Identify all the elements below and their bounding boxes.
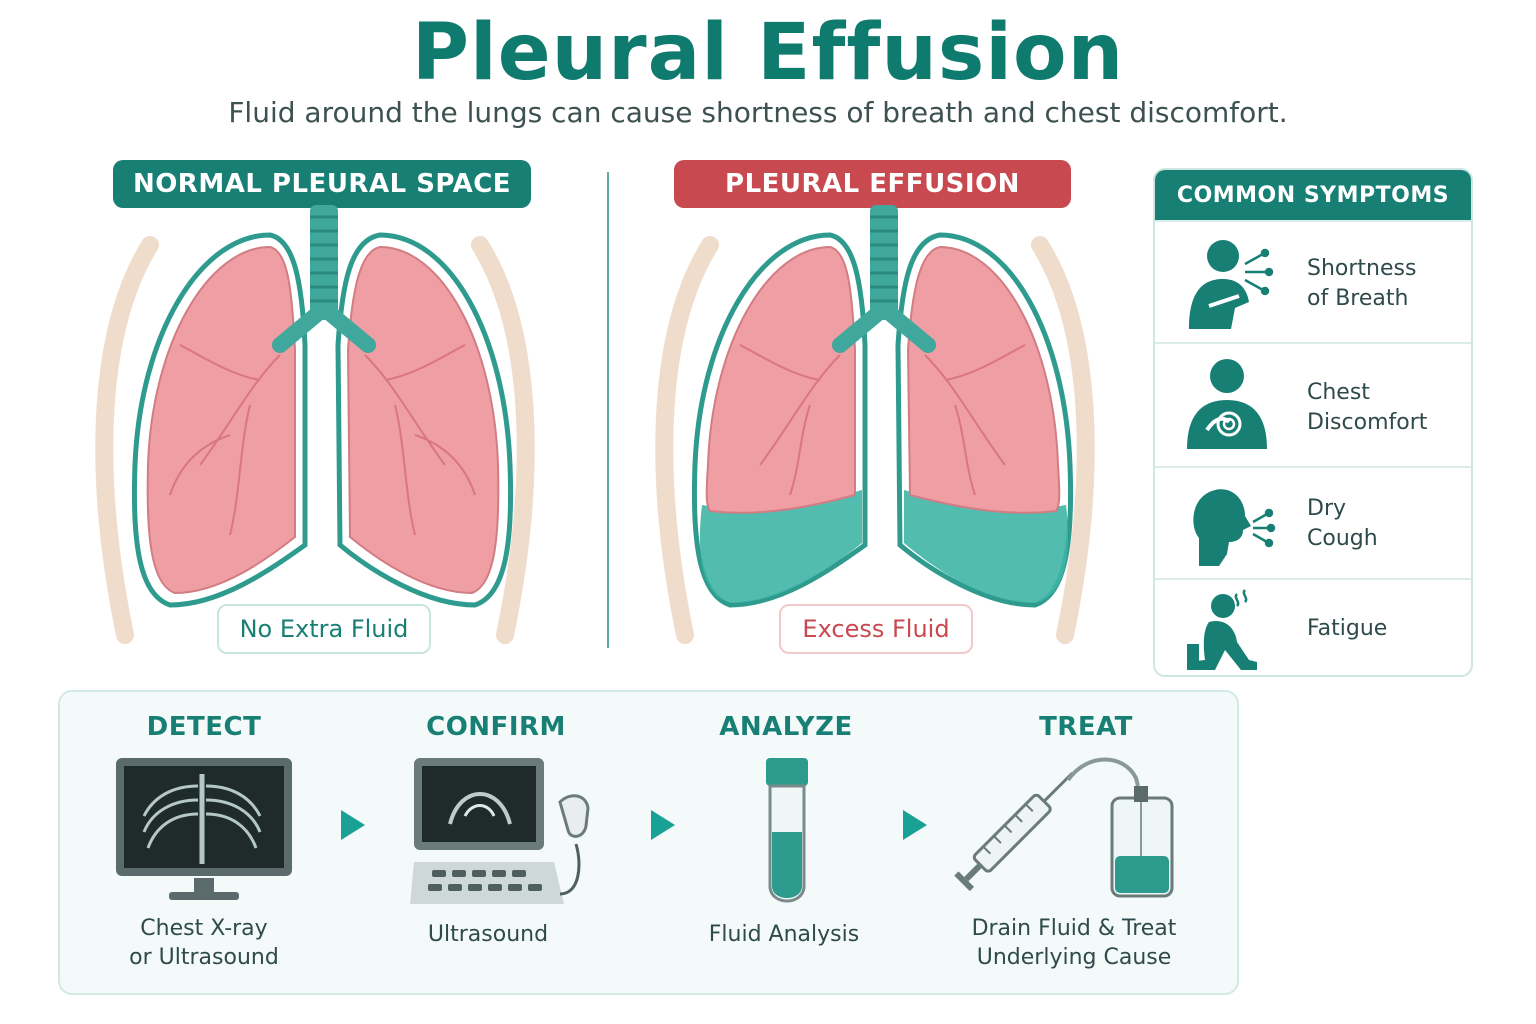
normal-lungs-illustration [95,205,535,644]
symptoms-header: COMMON SYMPTOMS [1155,170,1471,220]
symptom-label-line1: Shortness [1307,256,1417,281]
drainage-syringe-icon [954,757,1174,898]
page-subtitle: Fluid around the lungs can cause shortne… [228,96,1288,129]
symptom-item: Fatigue [1155,578,1471,675]
arrow-icon [651,810,675,840]
step-title-treat: TREAT [1039,712,1133,742]
page-title: Pleural Effusion [411,8,1125,98]
step-title-detect: DETECT [146,712,262,742]
normal-panel-label: NORMAL PLEURAL SPACE [113,160,531,208]
step-caption-detect: Chest X-ray or Ultrasound [74,914,334,972]
symptom-item: Dry Cough [1155,466,1471,578]
symptom-label: Chest Discomfort [1307,378,1427,438]
excess-fluid-badge: Excess Fluid [779,604,973,654]
ultrasound-machine-icon [410,758,590,904]
step-caption-analyze: Fluid Analysis [708,922,860,947]
symptom-label: Shortness of Breath [1307,254,1416,314]
symptom-label-line1: Chest [1307,380,1370,405]
step-caption-treat: Drain Fluid & Treat Underlying Cause [944,914,1204,972]
symptom-label: Dry Cough [1307,494,1378,554]
symptom-item: Shortness of Breath [1155,220,1471,342]
diagnosis-steps-panel: DETECT Chest X-ray or Ultrasound CONFIRM… [58,690,1239,995]
effusion-panel-label: PLEURAL EFFUSION [674,160,1071,208]
symptom-label-line2: Discomfort [1307,410,1428,435]
step-caption-line1: Chest X-ray [140,916,268,941]
symptom-label-line2: of Breath [1307,286,1409,311]
step-caption-line2: or Ultrasound [129,945,279,970]
xray-monitor-icon [116,758,292,900]
step-caption-confirm: Ultrasound [427,922,549,947]
effusion-lungs-illustration [655,205,1095,644]
step-title-confirm: CONFIRM [426,712,566,742]
fatigue-icon [1187,589,1257,670]
symptom-label-line1: Dry [1307,496,1347,521]
step-caption-line1: Drain Fluid & Treat [971,916,1177,941]
step-title-analyze: ANALYZE [719,712,853,742]
dry-cough-icon [1193,489,1276,566]
symptom-item: Chest Discomfort [1155,342,1471,466]
arrow-icon [903,810,927,840]
test-tube-icon [766,758,808,903]
symptom-label: Fatigue [1307,616,1388,641]
step-caption-line2: Underlying Cause [976,945,1172,970]
panel-divider [607,172,609,648]
chest-discomfort-icon [1187,359,1267,449]
no-extra-fluid-badge: No Extra Fluid [217,604,431,654]
shortness-of-breath-icon [1189,240,1274,329]
common-symptoms-panel: COMMON SYMPTOMS Shortness of Breath Che [1153,168,1473,677]
symptom-label-line2: Cough [1307,526,1378,551]
arrow-icon [341,810,365,840]
